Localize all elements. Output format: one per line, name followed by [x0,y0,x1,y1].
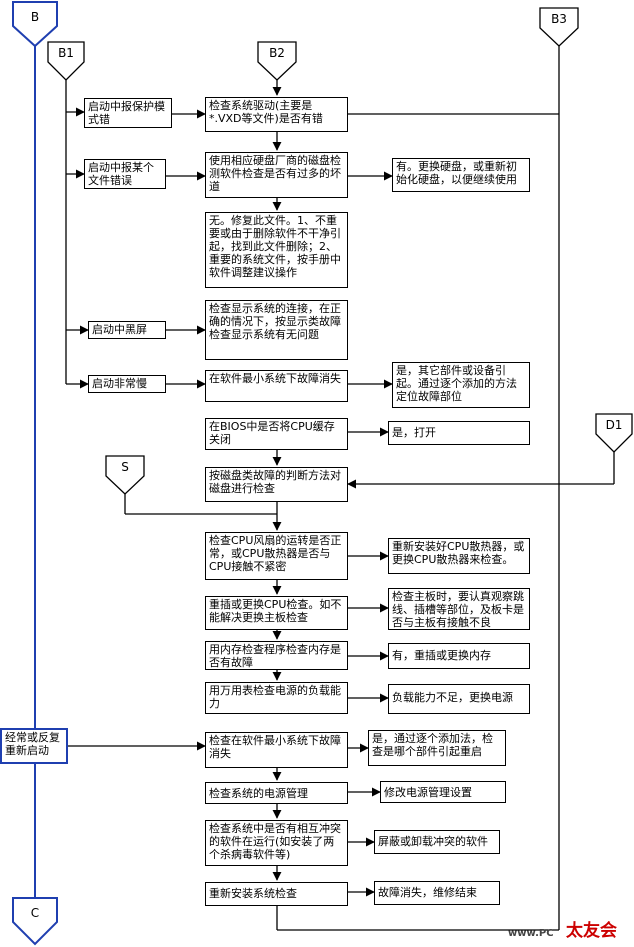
step-check-driver: 检查系统驱动(主要是*.VXD等文件)是否有错 [205,97,348,132]
box-slow-start: 启动非常慢 [88,375,166,393]
result-replace-power: 负载能力不足，更换电源 [388,684,530,714]
connector-b2-label: B2 [269,46,285,60]
result-replace-memory: 有，重插或更换内存 [388,643,530,669]
connector-c-label: C [30,906,40,920]
result-check-board: 检查主板时，要认真观察跳线、插槽等部位，及板卡是否与主板有接触不良 [388,588,530,630]
result-enable-cache: 是，打开 [388,421,530,445]
step-check-display: 检查显示系统的连接，在正确的情况下，按显示类故障检查显示系统有无问题 [205,300,348,360]
connector-b-label: B [30,10,40,24]
watermark-logo: 太友会 [566,921,617,941]
step-reinstall: 重新安装系统检查 [205,882,348,906]
connector-b3-label: B3 [551,12,567,26]
step-memory-test: 用内存检查程序检查内存是否有故障 [205,641,348,670]
step-disk-fault: 按磁盘类故障的判断方法对磁盘进行检查 [205,467,348,502]
step-min-system-2: 检查在软件最小系统下故障消失 [205,732,348,768]
box-protect-mode-error: 启动中报保护模式错 [84,98,172,128]
connector-c-shape [12,897,58,946]
connector-d1-shape [595,413,633,453]
result-reinstall-cooler: 重新安装好CPU散热器，或更换CPU散热器来检查。 [388,538,530,574]
result-remove-conflict: 屏蔽或卸载冲突的软件 [374,830,500,854]
step-cpu-fan: 检查CPU风扇的运转是否正常，或CPU散热器是否与CPU接触不紧密 [205,532,348,580]
box-frequent-restart: 经常或反复重新启动 [0,728,68,764]
step-replace-cpu: 重插或更换CPU检查。如不能解决更换主板检查 [205,596,348,630]
connector-b1-label: B1 [58,46,74,60]
result-replace-disk: 有。更换硬盘，或重新初始化硬盘，以便继续使用 [392,158,530,192]
step-power-mgmt: 检查系统的电源管理 [205,782,348,804]
connector-d1-label: D1 [605,418,623,432]
connector-b2-shape [257,41,297,81]
connector-s-shape [105,455,145,495]
result-change-power-mgmt: 修改电源管理设置 [380,781,506,803]
step-power-load: 用万用表检查电源的负载能力 [205,682,348,714]
box-file-error: 启动中报某个文件错误 [84,159,166,189]
step-bios-cache: 在BIOS中是否将CPU缓存关闭 [205,418,348,450]
connector-s-label: S [121,460,129,474]
box-black-screen: 启动中黑屏 [88,321,166,339]
result-add-parts: 是，其它部件或设备引起。通过逐个添加的方法定位故障部位 [392,362,530,408]
step-repair-file: 无。修复此文件。1、不重要或由于删除软件不干净引起，找到此文件删除；2、重要的系… [205,212,348,288]
step-conflict-software: 检查系统中是否有相互冲突的软件在运行(如安装了两个杀病毒软件等) [205,820,348,866]
step-disk-check: 使用相应硬盘厂商的磁盘检测软件检查是否有过多的坏道 [205,152,348,198]
watermark-site: www.PC [508,928,554,939]
connector-b3-shape [539,7,579,47]
result-find-part: 是，通过逐个添加法，检查是哪个部件引起重启 [368,730,506,766]
connector-b1-shape [47,41,85,81]
connector-b-shape [12,1,58,48]
result-done: 故障消失，维修结束 [374,881,500,905]
step-min-system: 在软件最小系统下故障消失 [205,370,348,402]
